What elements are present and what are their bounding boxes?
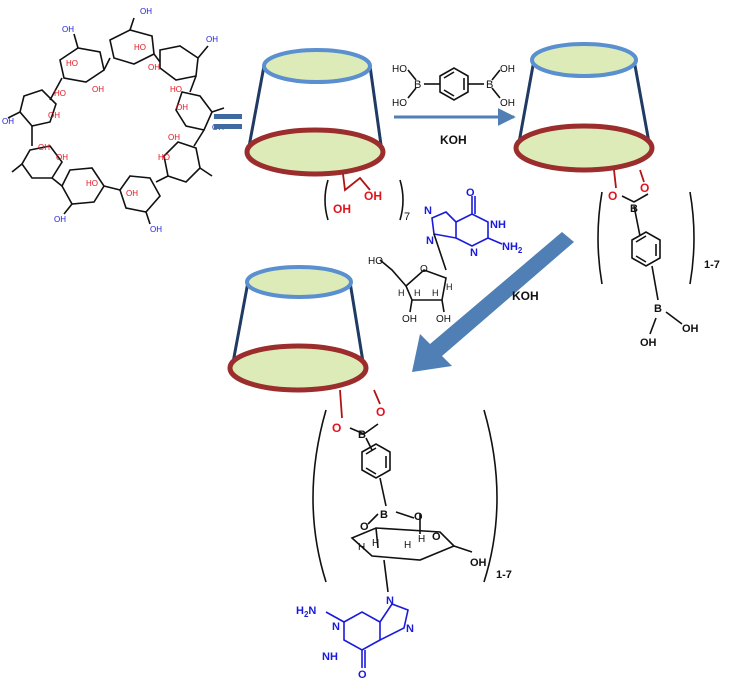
- gua-oh-a: OH: [402, 314, 417, 325]
- cyclodextrin-ring-icon: OH OH OH OH OH OH OH HO OH HO OH HO OH O…: [2, 7, 225, 234]
- cd-oh-blue-3: OH: [206, 35, 218, 44]
- gua-n-ring: N: [426, 235, 434, 247]
- cone-native-repeat: 7: [404, 211, 410, 223]
- gua-h1: H: [398, 288, 405, 298]
- equivalence-icon: [214, 114, 242, 129]
- gua-carbonyl-o: O: [466, 187, 475, 199]
- dba-oh-tl: HO: [392, 64, 407, 75]
- gua-nh: NH: [490, 219, 506, 231]
- cd-oh-blue-1: OH: [62, 25, 74, 34]
- gua-h2: H: [414, 288, 421, 298]
- cd-oh-red-1: HO: [66, 59, 78, 68]
- gua-h3: H: [432, 288, 439, 298]
- dba-boron-right: B: [486, 79, 493, 91]
- cd-oh-red-5: HO: [170, 85, 182, 94]
- cone-boronate-boron-bottom: B: [654, 303, 662, 315]
- cone-boronate-o-right: O: [640, 181, 649, 195]
- cone-native-oh-b: OH: [364, 189, 382, 203]
- benzenediboronic-acid: B B HO HO OH OH: [392, 64, 515, 109]
- cone-boronate-pendant: O O B B OH OH 1-7: [597, 169, 720, 349]
- prod-o-a: O: [360, 521, 369, 533]
- gua-n-left: N: [424, 205, 432, 217]
- reagent-label-1: KOH: [440, 133, 467, 147]
- cd-oh-red-4: OH: [148, 63, 160, 72]
- cd-oh-red-10: HO: [86, 179, 98, 188]
- prod-o-left: O: [332, 421, 341, 435]
- dba-oh-bl: HO: [392, 98, 407, 109]
- gua-ho-sugar: HO: [368, 256, 383, 267]
- cone-native-oh-a: OH: [333, 202, 351, 216]
- prod-n-left: N: [332, 621, 340, 633]
- product-guanine: N N N NH H2N O: [296, 595, 414, 681]
- gua-oh-b: OH: [436, 314, 451, 325]
- prod-o-c: O: [432, 531, 441, 543]
- cone-boronate-o-left: O: [608, 189, 617, 203]
- prod-boron-top: B: [358, 429, 366, 441]
- cd-oh-red-6: OH: [176, 103, 188, 112]
- cone-boronate-boron-top: B: [630, 203, 638, 215]
- cone-boronate-oh-right: OH: [682, 323, 699, 335]
- prod-nh: NH: [322, 651, 338, 663]
- cd-oh-blue-6: OH: [54, 215, 66, 224]
- cd-oh-red-11: OH: [56, 153, 68, 162]
- prod-h-c: H: [404, 540, 411, 551]
- cone-native-diol: OH OH 7: [324, 173, 410, 223]
- cone-boronate-icon: [513, 42, 655, 173]
- cd-oh-red-8: HO: [158, 153, 170, 162]
- cd-oh-blue-2: OH: [140, 7, 152, 16]
- cone-boronate-oh-left: OH: [640, 337, 657, 349]
- cd-oh-red-3: HO: [134, 43, 146, 52]
- cone-product-pendant: O O B B O O O H H H H OH 1-7: [312, 389, 512, 593]
- reagent-label-2: KOH: [512, 289, 539, 303]
- prod-boron-mid: B: [380, 509, 388, 521]
- dba-oh-tr: OH: [500, 64, 515, 75]
- prod-o-right: O: [376, 405, 385, 419]
- cd-oh-red-12: OH: [38, 143, 50, 152]
- cone-native-icon: [244, 48, 386, 177]
- gua-n-bottom: N: [470, 247, 478, 259]
- cd-oh-red-14: HO: [54, 89, 66, 98]
- prod-oh: OH: [470, 557, 487, 569]
- cd-oh-red-7: OH: [168, 133, 180, 142]
- gua-o-ring: O: [420, 264, 428, 275]
- cd-oh-red-9: OH: [126, 189, 138, 198]
- prod-h-a: H: [358, 542, 365, 553]
- prod-o-b: O: [414, 511, 423, 523]
- gua-nh2: NH2: [502, 241, 523, 255]
- reaction-arrow-2-icon: [412, 232, 574, 372]
- prod-carbonyl-o: O: [358, 669, 367, 681]
- prod-h-b: H: [372, 538, 379, 549]
- gua-h4: H: [446, 282, 453, 292]
- dba-oh-br: OH: [500, 98, 515, 109]
- prod-h-d: H: [418, 534, 425, 545]
- dba-boron-left: B: [414, 79, 421, 91]
- cone-product-icon: [227, 265, 369, 393]
- cone-boronate-repeat: 1-7: [704, 259, 720, 271]
- prod-n-right: N: [406, 623, 414, 635]
- cd-oh-blue-5: OH: [150, 225, 162, 234]
- cd-oh-red-13: OH: [48, 111, 60, 120]
- prod-repeat: 1-7: [496, 569, 512, 581]
- prod-nh2: H2N: [296, 605, 316, 619]
- prod-n-top: N: [386, 595, 394, 607]
- cd-oh-red-2: OH: [92, 85, 104, 94]
- cd-oh-blue-7: OH: [2, 117, 14, 126]
- guanosine-molecule: O NH N N N NH2 HO O H H H H OH OH: [368, 187, 523, 325]
